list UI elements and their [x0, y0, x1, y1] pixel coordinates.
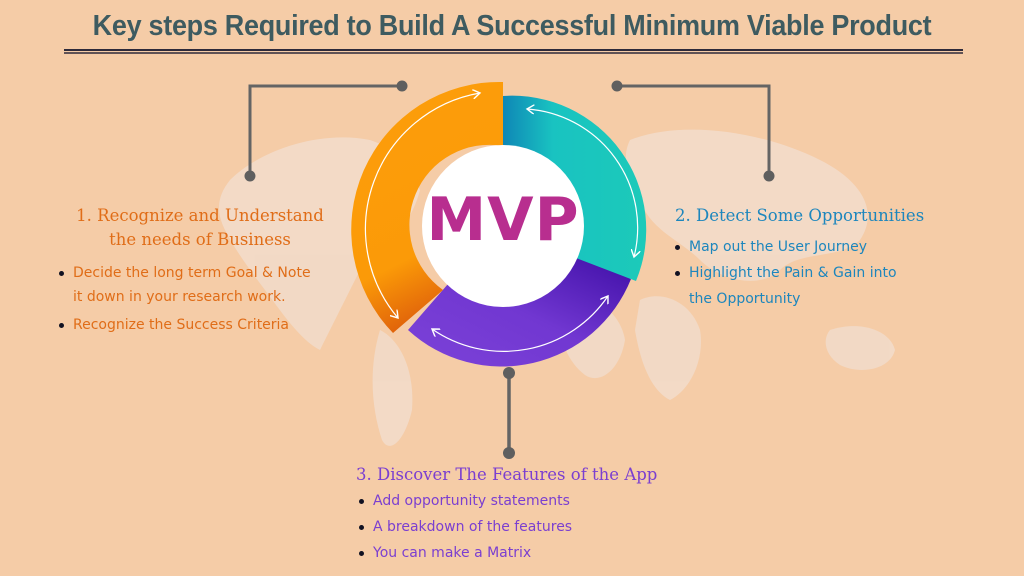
connector-dot: [244, 170, 256, 182]
step-2-heading: 2. Detect Some Opportunities: [675, 206, 925, 225]
connector-dot: [763, 170, 775, 182]
connector-step-2: [617, 84, 771, 176]
connector-dot: [503, 447, 515, 459]
connector-dot: [503, 367, 515, 379]
arrow-icon: [364, 93, 480, 318]
arrow-icon: [527, 109, 638, 257]
list-item: Map out the User Journey: [673, 234, 953, 260]
step-1-bullets: Decide the long term Goal & Note it down…: [57, 260, 357, 338]
list-item: You can make a Matrix: [357, 540, 657, 566]
step-1-heading: 1. Recognize and Understand the needs of…: [76, 206, 324, 249]
list-item: Add opportunity statements: [357, 488, 657, 514]
list-item: A breakdown of the features: [357, 514, 657, 540]
page-title: Key steps Required to Build A Successful…: [92, 10, 932, 42]
list-item: Decide the long term Goal & Note it down…: [57, 260, 357, 310]
list-item: Recognize the Success Criteria: [57, 312, 357, 338]
connector-dot: [611, 80, 623, 92]
list-item: Highlight the Pain & Gain into the Oppor…: [673, 260, 953, 312]
step-3-bullets: Add opportunity statements A breakdown o…: [357, 488, 657, 566]
connector-dot: [396, 80, 408, 92]
center-circle: [422, 145, 584, 307]
center-label: MVP: [426, 185, 580, 255]
step-2-bullets: Map out the User Journey Highlight the P…: [673, 234, 953, 312]
step-3-heading: 3. Discover The Features of the App: [356, 465, 658, 484]
connector-step-1: [248, 84, 402, 176]
arrow-icon: [432, 296, 608, 352]
